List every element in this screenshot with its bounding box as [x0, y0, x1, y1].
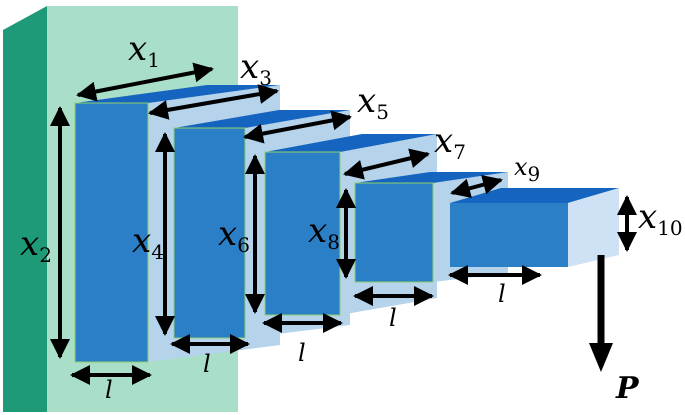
label-x10: x10 — [638, 197, 683, 240]
arrow-x3 — [148, 84, 279, 120]
segment-4-top — [355, 172, 508, 183]
segment-5-end-face — [568, 188, 619, 267]
arrow-x1 — [76, 62, 214, 102]
segment-1-front — [74, 102, 149, 363]
label-x5: x5 — [357, 81, 389, 124]
dimension-arrows — [50, 62, 637, 385]
segment-4-front — [354, 182, 434, 283]
label-l-5: l — [498, 280, 506, 308]
label-l-1: l — [105, 376, 113, 404]
label-l-2: l — [203, 350, 211, 378]
label-x9: x9 — [514, 153, 540, 186]
label-x7: x7 — [434, 121, 466, 164]
wall-side — [3, 6, 47, 412]
label-x1: x1 — [128, 29, 160, 72]
label-x3: x3 — [240, 47, 272, 90]
label-x6: x6 — [218, 214, 250, 257]
label-x4: x4 — [132, 221, 164, 264]
arrow-x5 — [243, 110, 352, 144]
label-load-p: P — [615, 371, 640, 406]
label-x8: x8 — [308, 211, 340, 254]
label-l-3: l — [298, 339, 306, 367]
arrow-x7 — [343, 148, 430, 180]
label-x2: x2 — [20, 224, 52, 267]
segment-2-front — [173, 127, 246, 339]
load-arrow-head — [589, 343, 613, 372]
segment-5-front — [450, 203, 568, 267]
arrow-x9 — [450, 174, 503, 199]
label-l-4: l — [389, 304, 397, 332]
